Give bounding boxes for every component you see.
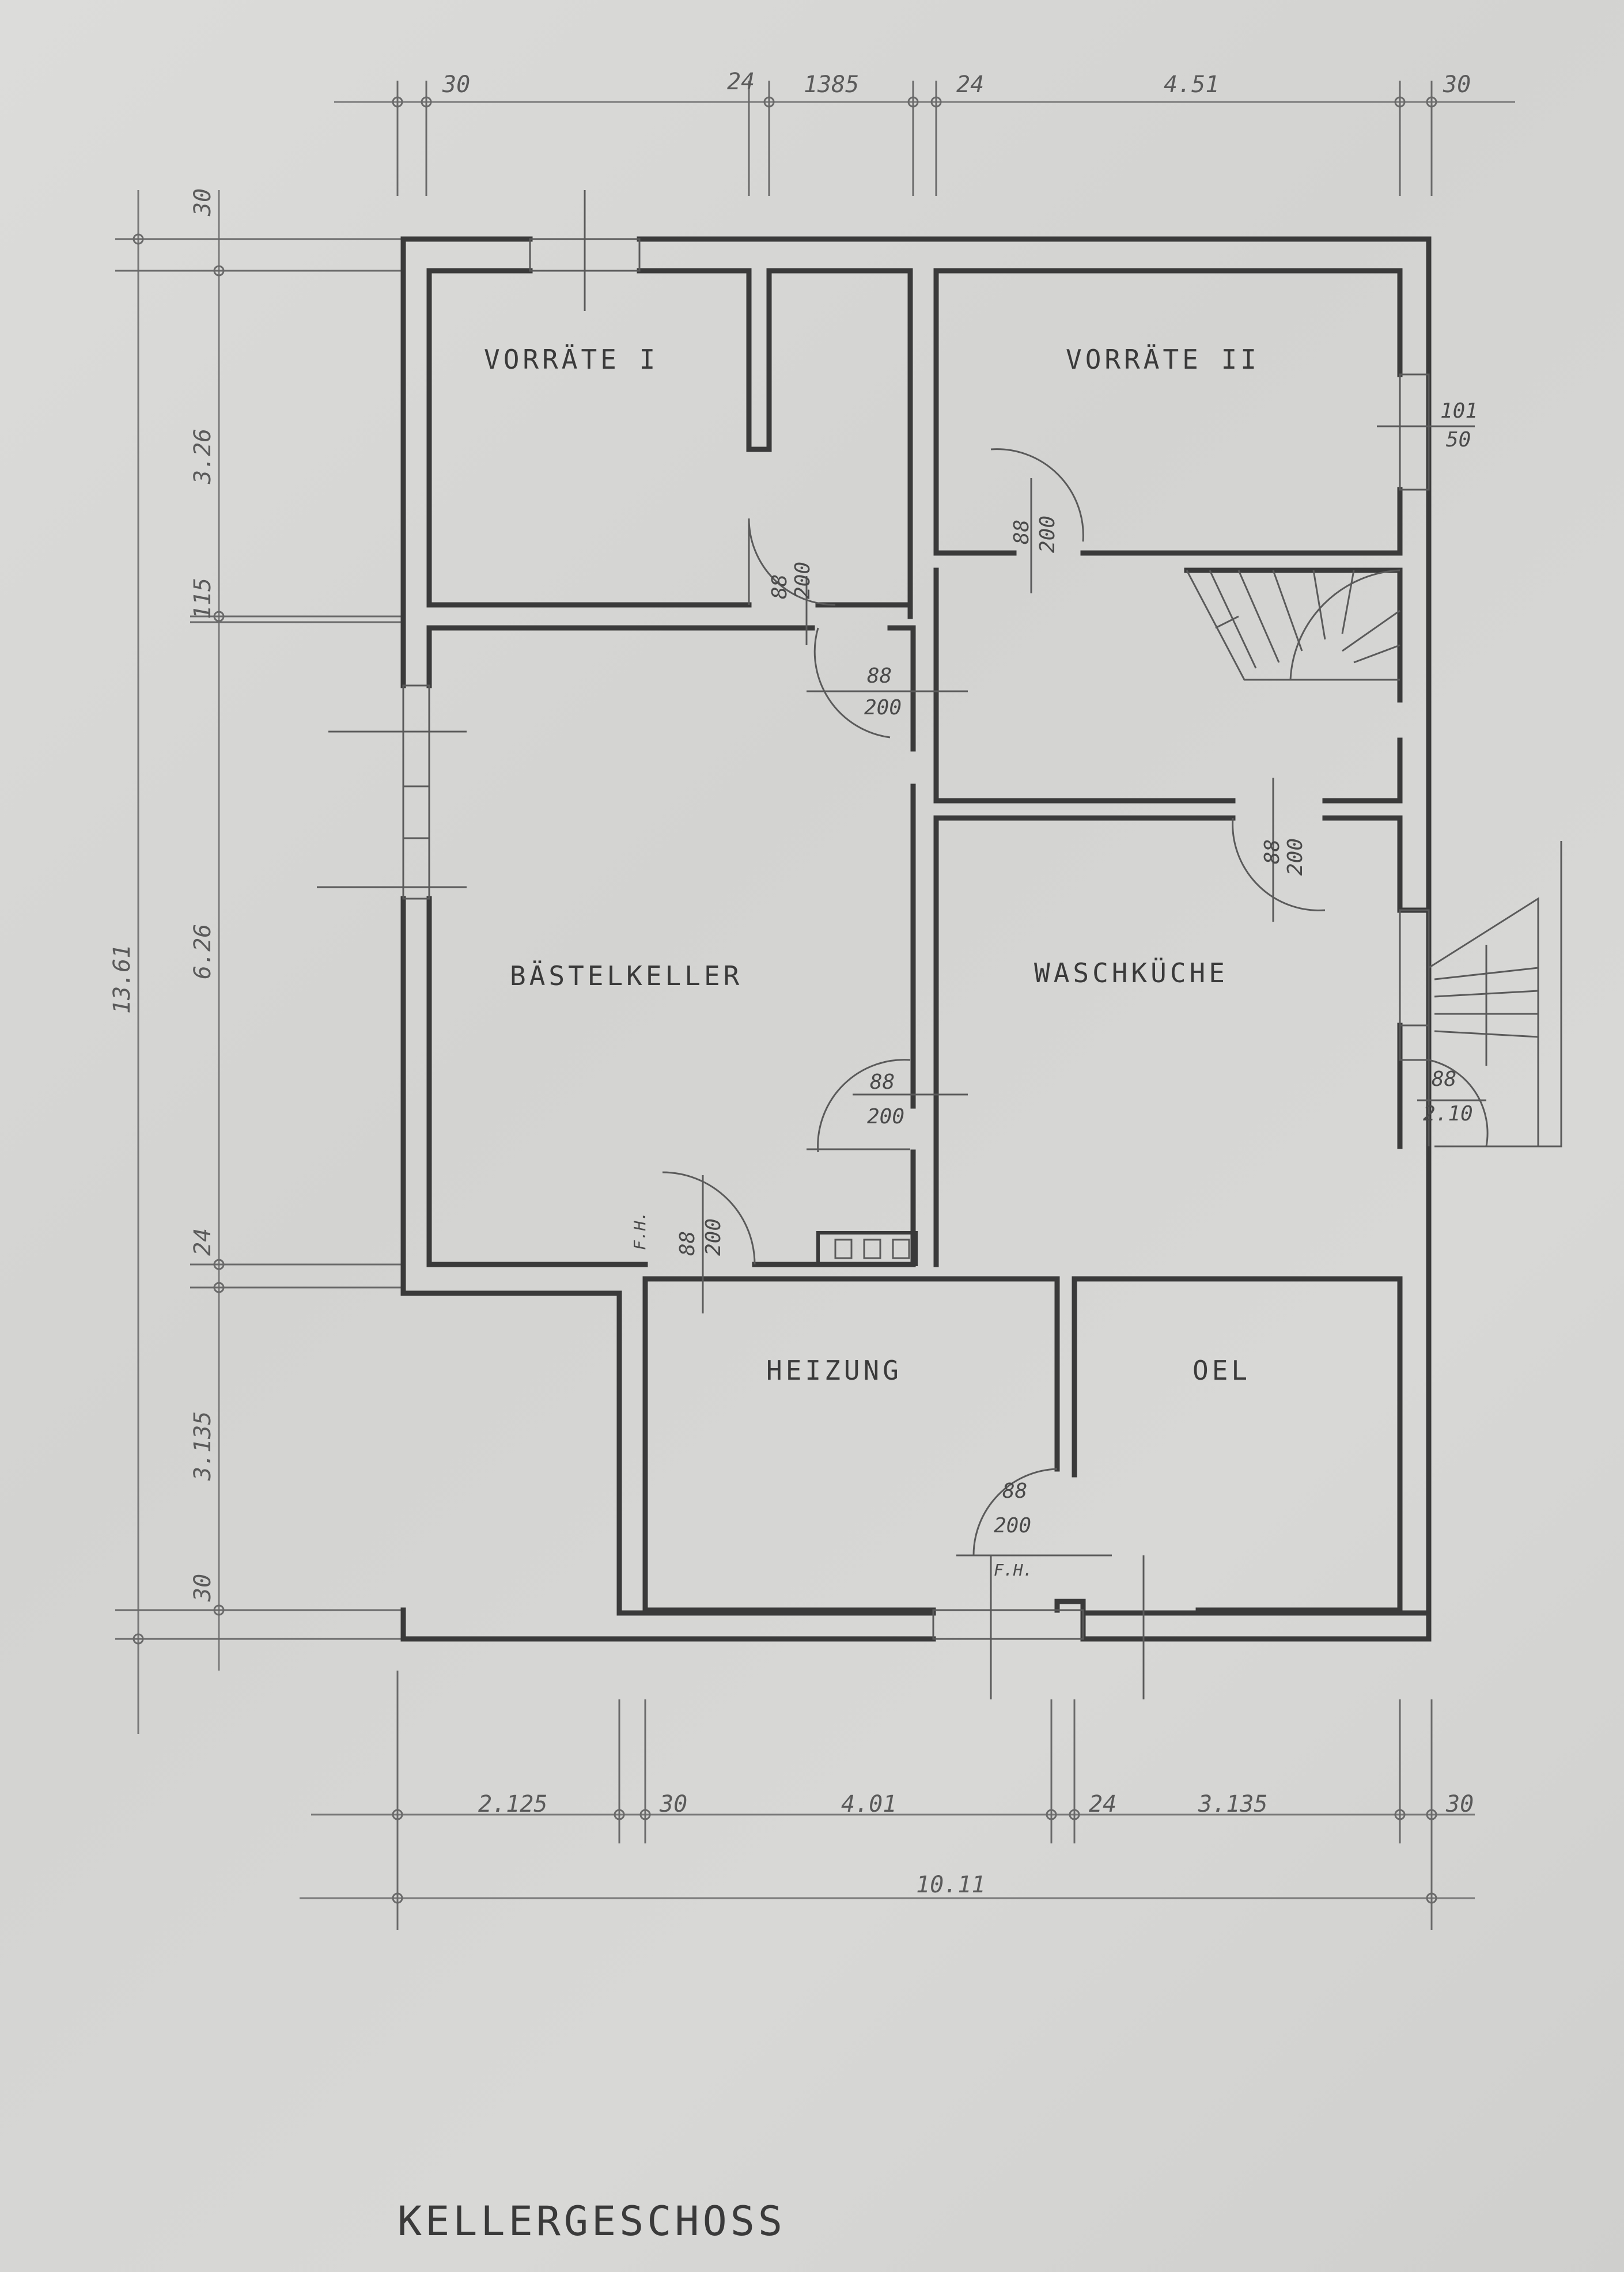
door-label-width: 88 [1432,1067,1456,1091]
door-label-height: 200 [702,1218,725,1256]
door-label-height: 200 [791,562,815,599]
top-dim-1: 30 [442,71,470,98]
door-label-height: 200 [994,1514,1031,1538]
door-label-height: 200 [867,1105,904,1129]
left-dim-1: 30 [190,188,216,217]
top-dimension-line [334,81,1515,196]
left-dim-2: 3.26 [190,429,216,484]
top-dim-2: 24 [727,69,755,95]
left-dim-7: 30 [190,1574,216,1602]
top-dim-4: 24 [956,71,984,98]
door-label-height: 200 [864,696,902,720]
door-label-width: 88 [768,574,792,599]
door-label-height: 200 [1284,838,1307,876]
left-dim-3: 115 [190,578,216,619]
windows [317,190,1475,1699]
plan-title: KELLERGESCHOSS [398,2198,786,2245]
external-stair [1428,841,1562,1148]
window-width: 101 [1440,399,1478,423]
door-label-width: 88 [1010,520,1034,544]
room-vorraete-2: VORRÄTE II [1066,344,1260,375]
top-dim-3: 1385 [804,71,859,98]
door-label-width: 88 [867,664,892,688]
walls [400,236,1432,1642]
bottom-dim-total: 10.11 [916,1872,985,1898]
bottom-dimension-line [300,1671,1475,1930]
door-label-height: 2.10 [1423,1102,1473,1126]
room-heizung: HEIZUNG [766,1355,902,1386]
internal-stair [1186,569,1400,681]
bottom-dim-3: 4.01 [841,1791,896,1817]
door-label-width: 88 [1002,1479,1027,1503]
bottom-dim-4: 24 [1089,1791,1116,1817]
door-swings [662,448,1489,1557]
door-label-width: 88 [1260,839,1284,864]
left-dim-5: 24 [190,1228,216,1256]
bottom-dim-1: 2.125 [478,1791,547,1817]
room-vorraete-1: VORRÄTE I [484,344,658,375]
door-label-width: 88 [870,1070,895,1094]
left-dimension-line [115,190,403,1734]
door-label-height: 200 [1036,516,1059,553]
top-dim-5: 4.51 [1164,71,1219,98]
bottom-dim-2: 30 [659,1791,687,1817]
top-dim-6: 30 [1443,71,1471,98]
left-dim-6: 3.135 [190,1411,216,1481]
window-height: 50 [1446,428,1471,452]
left-dim-4: 6.26 [190,924,216,979]
fire-door-label: F.H. [994,1561,1032,1580]
room-bastelkeller: BÄSTELKELLER [510,960,743,991]
fire-door-label: F.H. [630,1211,649,1250]
bottom-dim-6: 30 [1445,1791,1474,1817]
room-oel: OEL [1193,1355,1251,1386]
bottom-dim-5: 3.135 [1198,1791,1267,1817]
chimney [816,1231,918,1266]
door-label-width: 88 [676,1231,699,1256]
left-dim-total: 13.61 [109,945,135,1014]
room-waschkueche: WASCHKÜCHE [1034,957,1228,989]
